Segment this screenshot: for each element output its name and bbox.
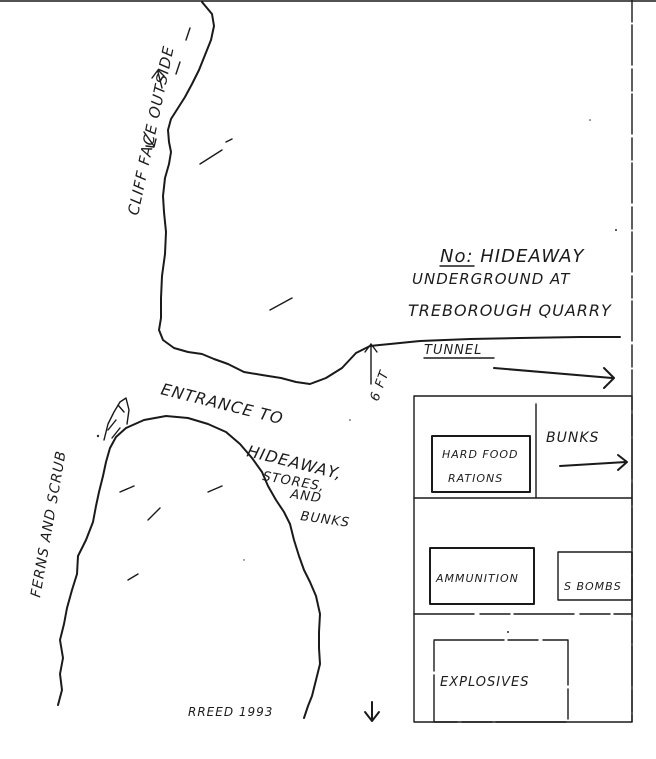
entrance-line-5: BUNKS [299, 509, 351, 531]
shrub-sketch [103, 397, 130, 441]
ammunition-label: AMMUNITION [435, 572, 519, 585]
entrance-line-4: AND [288, 487, 322, 506]
bottom-arrow [364, 701, 380, 722]
explosives-label: EXPLOSIVES [440, 675, 529, 690]
hard-food-label: HARD FOOD [442, 448, 519, 461]
cliff-arrow-down [143, 131, 157, 148]
ferns-label: FERNS AND SCRUB [28, 449, 70, 598]
tunnel-label: TUNNEL [424, 343, 482, 358]
entrance-line-1: ENTRANCE TO [159, 379, 285, 428]
cliff-face-outline [158, 1, 621, 385]
bunks-arrow [559, 454, 628, 471]
rock-mound-outline [57, 415, 321, 719]
cliff-arrow-up [151, 69, 165, 89]
store-plan [413, 395, 633, 723]
bunks-label: BUNKS [546, 430, 599, 446]
s-bombs-label: S BOMBS [564, 580, 622, 593]
entrance-label: ENTRANCE TO [159, 379, 285, 428]
explosives-box [433, 639, 569, 723]
rations-box [431, 435, 531, 493]
signature-label: RREED 1993 [188, 705, 273, 719]
ammunition-box [429, 547, 535, 605]
s-bombs-box [557, 551, 633, 601]
tunnel-arrow [493, 367, 615, 389]
title-line-1: No: HIDEAWAY [440, 246, 586, 267]
hatch-strokes [119, 27, 293, 581]
title-line-2: UNDERGROUND AT [412, 270, 571, 288]
rations-label: RATIONS [448, 472, 503, 485]
photocopy-specks [96, 119, 617, 633]
cliff-face-label: CLIFF FACE OUTSIDE [124, 44, 178, 217]
height-arrow [364, 343, 378, 385]
title-line-3: TREBOROUGH QUARRY [408, 301, 612, 320]
